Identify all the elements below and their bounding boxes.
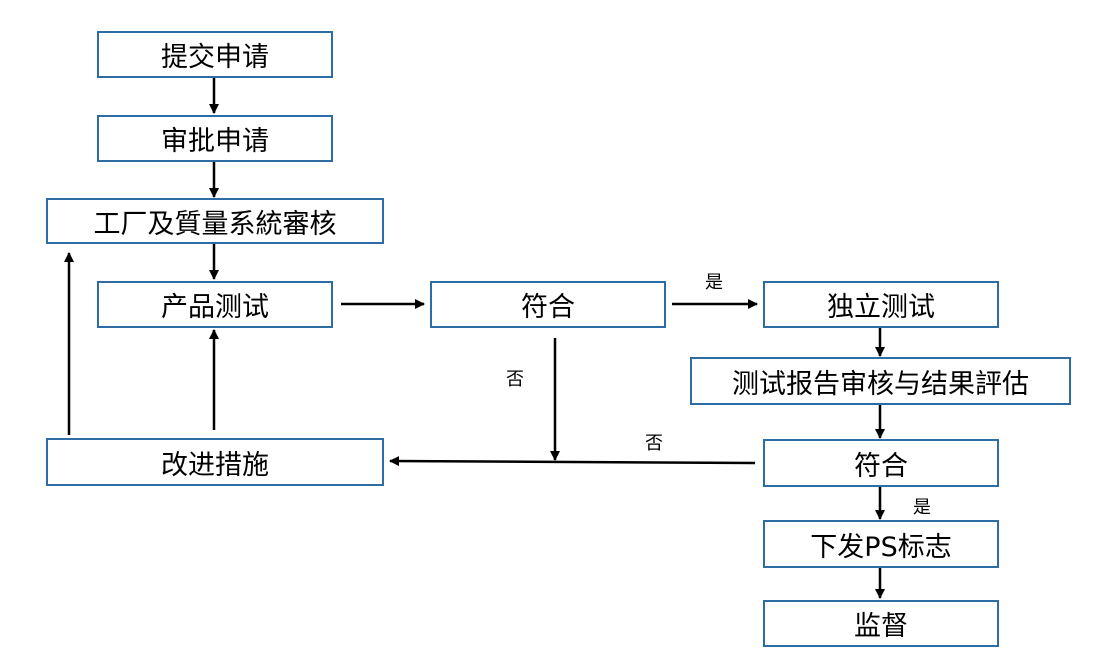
node-improvement-measures: 改进措施	[46, 438, 384, 486]
node-issue-ps-mark: 下发PS标志	[763, 520, 999, 568]
node-factory-quality-audit: 工厂及質量系統審核	[46, 198, 384, 244]
node-report-review: 测试报告审核与结果評估	[690, 357, 1071, 405]
node-submit-application: 提交申请	[97, 31, 333, 78]
node-independent-test: 独立测试	[763, 281, 999, 328]
label-yes-1: 是	[705, 272, 723, 293]
arrow-conform2-no-to-improve	[389, 456, 756, 467]
node-product-test: 产品测试	[97, 281, 333, 328]
node-conform-2: 符合	[763, 439, 999, 487]
node-approve-application: 审批申请	[97, 115, 333, 162]
node-supervise: 监督	[763, 600, 999, 647]
label-no-1: 否	[506, 369, 524, 390]
node-conform-1: 符合	[430, 281, 666, 328]
label-yes-2: 是	[913, 497, 931, 518]
label-no-2: 否	[645, 433, 663, 454]
